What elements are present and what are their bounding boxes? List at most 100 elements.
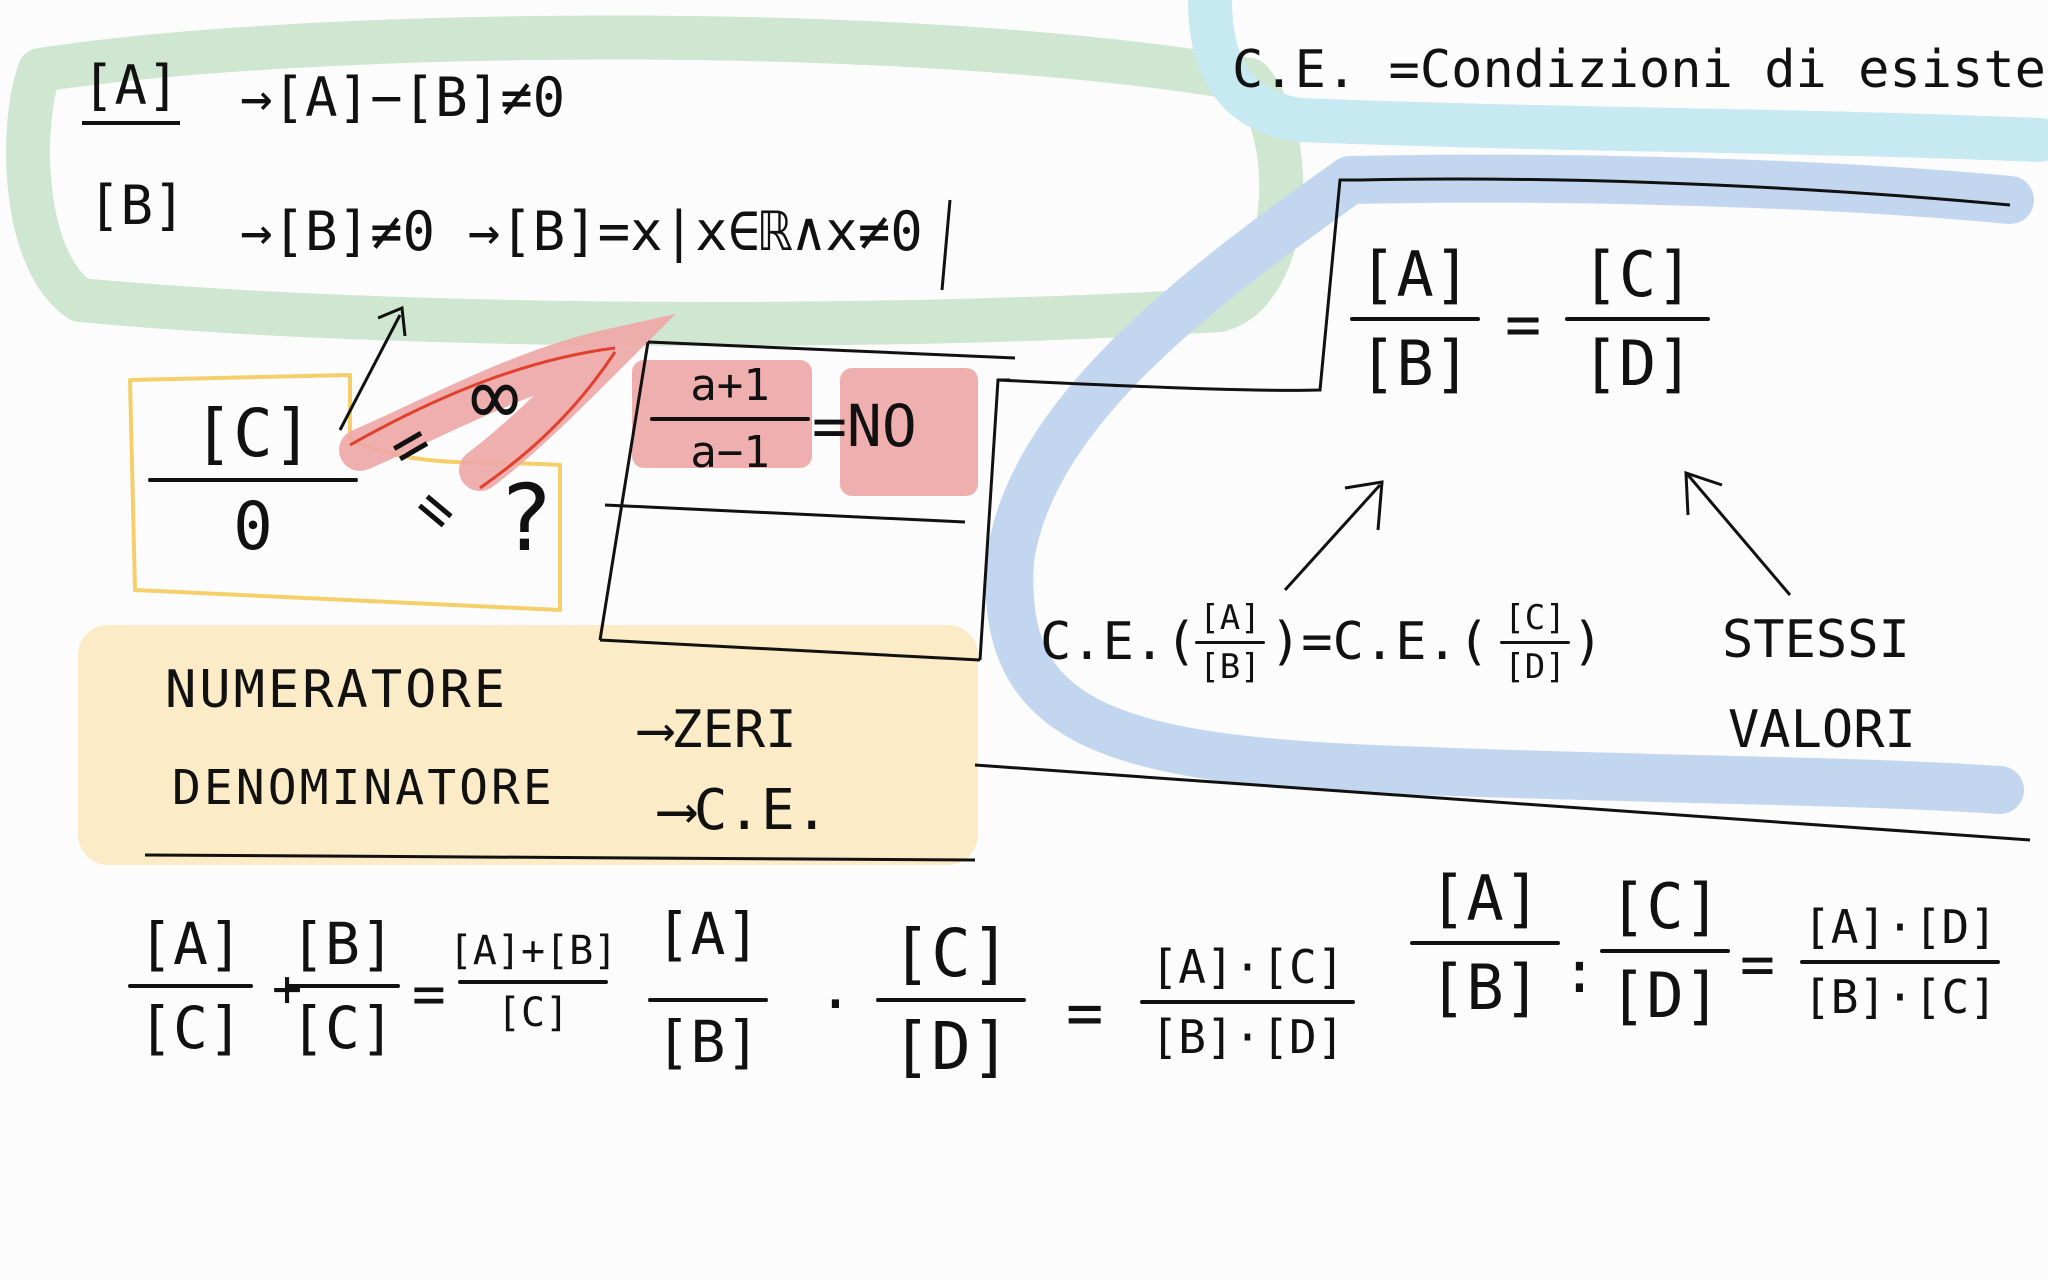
- red-example-den: a−1: [690, 427, 770, 478]
- mul-b-den: [D]: [891, 1008, 1011, 1085]
- rule-2-expression: →[B]≠0 →[B]=x|x∈ℝ∧x≠0: [240, 200, 923, 263]
- eq-left-fraction: [A] [B]: [1350, 238, 1480, 400]
- ce-definition: C.E. =Condizioni di esistenza: [1232, 40, 2048, 100]
- fraction-bar: [1600, 949, 1730, 953]
- sum-result-num: [A]+[B]: [448, 928, 618, 974]
- fraction-bar: [1195, 641, 1265, 644]
- yellow-rules-fill: [78, 625, 978, 865]
- div-b-num: [C]: [1609, 870, 1721, 943]
- sum-result-fraction: [A]+[B] [C]: [449, 928, 618, 1036]
- mul-a-den: [B]: [655, 1008, 761, 1076]
- infinity-symbol: ∞: [470, 350, 520, 445]
- fraction-bar: [1565, 317, 1710, 321]
- ce-left-num: [A]: [1199, 598, 1261, 638]
- sum-equals: =: [412, 962, 446, 1027]
- c-over-zero-num: [C]: [193, 395, 313, 472]
- div-result-fraction: [A]·[D] [B]·[C]: [1800, 900, 2000, 1024]
- denominatore-rule-target: ⟶C.E.: [660, 778, 829, 843]
- rule-1-lhs: [A]: [82, 54, 180, 125]
- fraction-bar: [128, 984, 253, 988]
- connector-line-top: [997, 177, 2011, 392]
- red-fill-fraction: [632, 360, 812, 468]
- question-mark: ?: [498, 465, 554, 572]
- stessi-note: STESSI: [1722, 610, 1910, 670]
- div-a-fraction: [A] [B]: [1410, 862, 1560, 1024]
- div-b-den: [D]: [1609, 959, 1721, 1032]
- div-equals: =: [1740, 930, 1775, 998]
- red-outline-2: [479, 351, 617, 490]
- mul-a-fraction: [A] [B]: [648, 900, 768, 1076]
- div-result-den: [B]·[C]: [1803, 970, 1997, 1024]
- dot-operator: ·: [818, 970, 853, 1038]
- ce-right-num: [C]: [1504, 598, 1566, 638]
- arrow-stessi-shaft: [1686, 474, 1792, 596]
- numeratore-rule-target: ⟶ZERI: [640, 700, 797, 760]
- fraction-bar: [1350, 317, 1480, 321]
- arrow-ce-head: [1344, 480, 1384, 531]
- sum-a-den: [C]: [138, 994, 243, 1062]
- sum-a-fraction: [A] [C]: [128, 910, 253, 1062]
- sum-b-den: [C]: [290, 994, 395, 1062]
- eq-right-fraction: [C] [D]: [1565, 238, 1710, 400]
- sum-a-num: [A]: [138, 910, 243, 978]
- c-over-zero-den: 0: [233, 488, 273, 565]
- div-result-num: [A]·[D]: [1803, 900, 1997, 954]
- middle-box-outline: [598, 340, 1016, 662]
- mul-b-num: [C]: [891, 915, 1011, 992]
- fraction-bar: [1140, 1000, 1355, 1004]
- middle-box-divider: [604, 503, 966, 524]
- eq-left-num: [A]: [1359, 238, 1471, 311]
- arrow-stessi-head: [1684, 470, 1723, 516]
- eq-left-den: [B]: [1359, 327, 1471, 400]
- ce-prefix: C.E.(: [1040, 612, 1197, 672]
- fraction-bar: [648, 998, 768, 1002]
- fraction-bar: [876, 998, 1026, 1002]
- mul-b-fraction: [C] [D]: [876, 915, 1026, 1085]
- such-that-bar: [940, 199, 952, 291]
- fraction-bar: [1410, 941, 1560, 945]
- fraction-bar: [650, 417, 810, 421]
- div-a-num: [A]: [1429, 862, 1541, 935]
- rule-2-lhs: [B]: [88, 174, 186, 237]
- fraction-bar: [458, 980, 608, 984]
- ce-mid: )=C.E.(: [1270, 612, 1490, 672]
- mul-result-den: [B]·[D]: [1150, 1010, 1345, 1064]
- c-over-zero: [C] 0: [148, 395, 358, 565]
- ce-suffix: ): [1572, 612, 1604, 672]
- arrow-up-head: [377, 305, 407, 337]
- div-a-den: [B]: [1429, 951, 1541, 1024]
- denominatore-rule-label: DENOMINATORE: [172, 760, 555, 816]
- green-highlight: [6, 15, 1304, 346]
- red-example-fraction: a+1 a−1: [650, 360, 810, 478]
- valori-note: VALORI: [1728, 700, 1916, 760]
- numeratore-rule-label: NUMERATORE: [165, 660, 509, 720]
- red-fill-verdict: [840, 368, 978, 496]
- sum-b-fraction: [B] [C]: [285, 910, 400, 1062]
- colon-operator: :: [1562, 938, 1597, 1006]
- red-example-num: a+1: [690, 360, 770, 411]
- eq-equals-sign: =: [1505, 290, 1542, 360]
- fraction-bar: [1500, 641, 1570, 644]
- eq-right-den: [D]: [1581, 327, 1694, 400]
- ce-left-den: [B]: [1199, 647, 1261, 687]
- red-outline-1: [349, 346, 616, 447]
- rule-1-lhs-text: [A]: [82, 54, 180, 125]
- mul-result-num: [A]·[C]: [1150, 940, 1345, 994]
- eq-right-num: [C]: [1581, 238, 1694, 311]
- ce-left-fraction: [A] [B]: [1195, 598, 1265, 687]
- rule-1-expression: →[A]−[B]≠0: [240, 66, 566, 129]
- arrow-ce-shaft: [1283, 483, 1382, 592]
- fraction-bar: [148, 478, 358, 482]
- plus-sign: +: [272, 960, 303, 1018]
- red-example-verdict: =NO: [812, 392, 917, 460]
- arrow-up-shaft: [338, 314, 402, 431]
- fraction-bar: [1800, 960, 2000, 964]
- mul-equals: =: [1066, 976, 1104, 1049]
- mul-a-num: [A]: [655, 900, 761, 968]
- ce-right-fraction: [C] [D]: [1500, 598, 1570, 687]
- connector-line-bottom: [974, 763, 2031, 842]
- red-highlight-ribbon: [339, 313, 676, 491]
- ce-right-den: [D]: [1504, 647, 1566, 687]
- sum-b-num: [B]: [290, 910, 395, 978]
